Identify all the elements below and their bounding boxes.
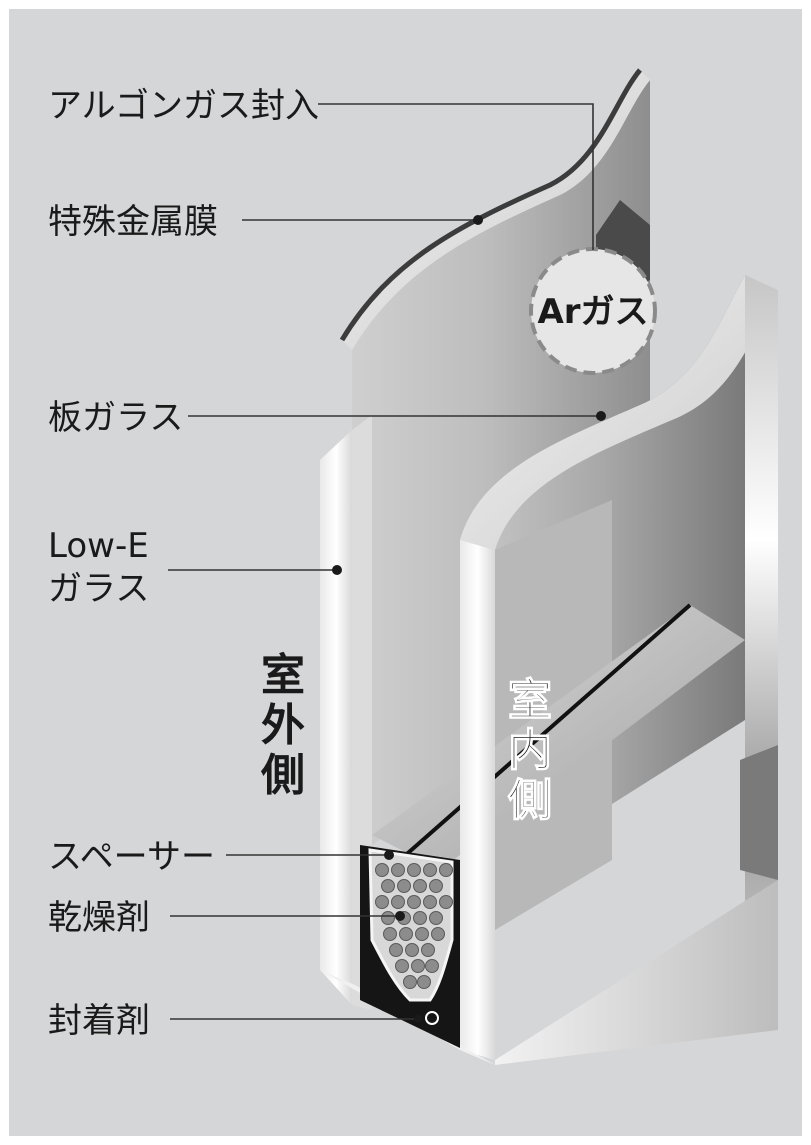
leader-dot-plate-glass <box>596 411 606 421</box>
label-sealant: 封着剤 <box>48 1001 422 1041</box>
unit-bottom-right-block <box>740 745 778 880</box>
label-argon-fill: アルゴンガス封入 <box>48 86 594 250</box>
unit-bottom-face <box>495 880 778 1065</box>
desiccant-bead <box>375 863 389 877</box>
desiccant-bead <box>383 927 397 941</box>
label-sealant-text: 封着剤 <box>48 1001 150 1041</box>
outdoor-pane-side-edge <box>320 430 352 1005</box>
desiccant-bead <box>423 895 437 909</box>
label-desiccant-text: 乾燥剤 <box>48 898 150 938</box>
leader-dot-lowe-glass <box>332 565 342 575</box>
desiccant-bead <box>429 879 443 893</box>
cavity-seam-line <box>398 603 692 862</box>
desiccant-bead <box>431 927 445 941</box>
leader-dot-sealant <box>414 1015 422 1023</box>
desiccant-beads <box>375 863 453 989</box>
outdoor-char-1: 室 <box>261 650 305 701</box>
label-desiccant: 乾燥剤 <box>48 898 405 938</box>
desiccant-bead <box>389 943 403 957</box>
label-lowe-line2: ガラス <box>48 569 149 609</box>
argon-gas-callout: Arガス <box>529 247 657 375</box>
desiccant-bead <box>403 975 417 989</box>
argon-gas-text: Arガス <box>537 292 648 332</box>
desiccant-bead <box>439 895 453 909</box>
desiccant-bead <box>381 911 395 925</box>
label-plate-glass: 板ガラス <box>48 398 606 438</box>
desiccant-bead <box>375 895 389 909</box>
desiccant-bead <box>425 959 439 973</box>
label-lowe-glass: Low-E ガラス <box>48 526 342 609</box>
leader-dot-spacer <box>384 850 394 860</box>
desiccant-bead <box>413 911 427 925</box>
desiccant-bead <box>423 863 437 877</box>
indoor-pane-top-edge <box>460 275 778 550</box>
metal-film-edge <box>339 68 642 342</box>
sealant-hole <box>425 1011 439 1025</box>
desiccant-bead <box>391 863 405 877</box>
label-spacer-text: スペーサー <box>48 837 215 877</box>
label-plate-glass-text: 板ガラス <box>48 398 183 438</box>
indoor-char-3: 側 <box>507 775 552 826</box>
desiccant-bead <box>381 879 395 893</box>
desiccant-bead <box>397 879 411 893</box>
indoor-char-1: 室 <box>508 675 552 726</box>
desiccant-bead <box>439 863 453 877</box>
label-metal-film: 特殊金属膜 <box>48 202 483 242</box>
indoor-side-label: 室 内 側 <box>506 674 552 826</box>
glass-unit-illustration <box>320 68 778 1065</box>
desiccant-bead <box>407 863 421 877</box>
label-spacer: スペーサー <box>48 837 394 877</box>
desiccant-bead <box>417 975 431 989</box>
indoor-char-2: 内 <box>508 725 552 776</box>
desiccant-bead <box>399 927 413 941</box>
desiccant-bead <box>407 895 421 909</box>
label-metal-film-text: 特殊金属膜 <box>48 202 218 242</box>
desiccant-bead <box>405 943 419 957</box>
outdoor-char-3: 側 <box>260 750 305 801</box>
desiccant-bead <box>411 959 425 973</box>
leader-argon-fill <box>318 103 594 250</box>
outdoor-side-label: 室 外 側 <box>260 650 305 801</box>
desiccant-bead <box>391 895 405 909</box>
indoor-pane-side-edge <box>460 540 495 1060</box>
desiccant-bead <box>421 943 435 957</box>
label-argon-fill-text: アルゴンガス封入 <box>48 86 319 126</box>
label-lowe-line1: Low-E <box>48 526 149 566</box>
leader-dot-desiccant <box>395 911 405 921</box>
desiccant-bead <box>429 911 443 925</box>
outdoor-char-2: 外 <box>261 700 305 751</box>
desiccant-bead <box>395 959 409 973</box>
desiccant-bead <box>413 879 427 893</box>
leader-dot-metal-film <box>473 215 483 225</box>
desiccant-bead <box>415 927 429 941</box>
